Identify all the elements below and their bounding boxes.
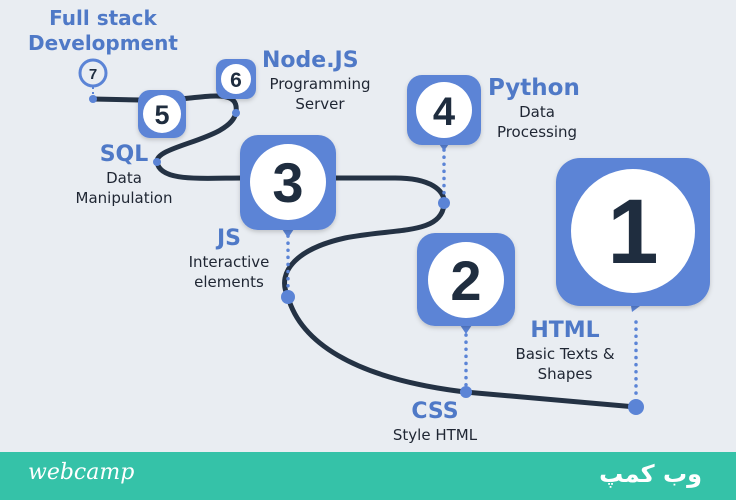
step-7-number: 7 [89,66,97,83]
step-4-badge: 4 [407,75,481,151]
step-7-title: Full stack Development [18,6,188,56]
step-2-label: CSS Style HTML [380,399,490,445]
step-7-badge: 7 [78,58,108,97]
brand-persian[interactable]: وب کمپ [599,460,702,488]
roadmap-graphic: 1 2 3 4 5 [78,58,710,415]
path-dot-3 [281,290,295,304]
step-1-number: 1 [607,181,658,283]
step-4-line-1: Data [519,103,555,121]
step-4-line-2: Processing [496,123,578,141]
path-dot-1 [628,399,644,415]
step-1-label: HTML Basic Texts & Shapes [500,318,630,384]
step-3-title: JS [216,226,242,251]
step-5-title: SQL [99,142,149,167]
step-4-title: Python [488,75,580,101]
step-1-line-1: Basic Texts & [515,345,615,363]
step-3-label: JS Interactive elements [170,226,288,292]
step-4-label: Python Data Processing [488,74,608,142]
brand-latin[interactable]: webcamp [28,460,135,485]
step-6-title: Node.JS [262,48,359,73]
step-1-line-2: Shapes [537,365,593,383]
step-5-line-1: Data [106,169,142,187]
step-5-badge: 5 [138,90,186,138]
path-dot-6 [232,109,240,117]
step-1-badge: 1 [556,158,710,312]
step-6-line-2: Server [295,95,345,113]
step-4-number: 4 [433,90,456,134]
step-2-number: 2 [450,249,481,312]
step-6-line-1: Programming [269,75,371,93]
step-5-number: 5 [154,100,169,130]
step-2-title: CSS [411,399,459,424]
footer-bar: webcamp وب کمپ [0,452,736,500]
path-dot-5 [153,158,161,166]
step-1-title: HTML [530,318,600,343]
step-7-title-line-2: Development [28,31,178,55]
step-2-line-1: Style HTML [392,426,478,444]
step-6-badge: 6 [216,59,256,99]
step-6-number: 6 [230,69,242,92]
step-5-label: SQL Data Manipulation [62,142,186,208]
step-3-line-1: Interactive [188,253,270,271]
step-3-badge: 3 [240,135,336,238]
step-7-title-line-1: Full stack [49,6,157,30]
path-dot-2 [460,386,472,398]
step-5-line-2: Manipulation [75,189,173,207]
step-2-badge: 2 [417,233,515,334]
path-dot-7 [89,95,97,103]
step-3-line-2: elements [194,273,264,291]
step-6-label: Node.JS Programming Server [262,48,392,114]
step-3-number: 3 [272,151,303,214]
path-dot-4 [438,197,450,209]
